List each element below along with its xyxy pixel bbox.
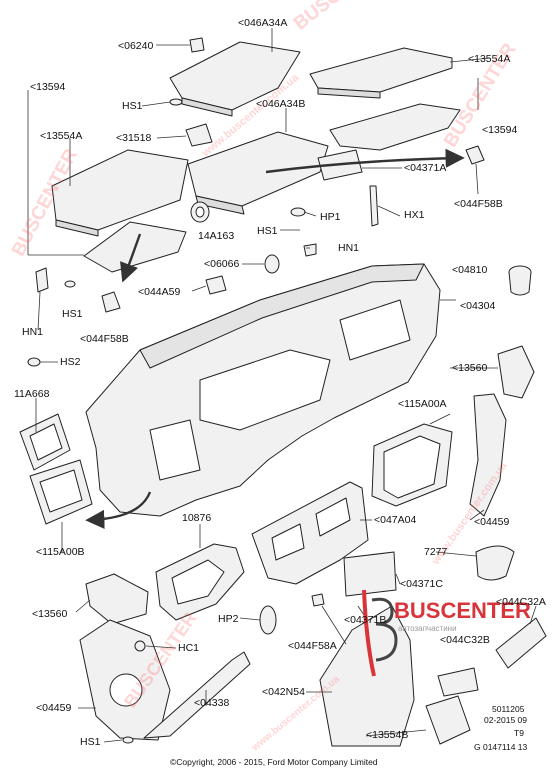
callout-044C32B: <044C32B	[440, 634, 490, 646]
reference-code: T9	[514, 728, 524, 738]
callout-06066: <06066	[204, 258, 240, 270]
callout-14A163: 14A163	[198, 230, 235, 242]
callout-04371A: <04371A	[404, 162, 447, 174]
callout-04371C: <04371C	[400, 578, 443, 590]
part-04338	[143, 651, 251, 739]
callout-HX1: HX1	[404, 209, 425, 221]
callout-31518: <31518	[116, 132, 152, 144]
callout-11A668: 11A668	[14, 388, 50, 400]
callout-13594: <13594	[482, 124, 518, 136]
part-044F58A	[311, 593, 325, 607]
callout-044C32A: <044C32A	[496, 596, 546, 608]
callout-046A34B: <046A34B	[256, 98, 306, 110]
callout-HS1: HS1	[257, 225, 278, 237]
callout-04459: <04459	[36, 702, 72, 714]
callout-10876: 10876	[182, 512, 212, 524]
callout-13594: <13594	[30, 81, 66, 93]
callout-04459: <04459	[474, 516, 510, 528]
part-HS1-top	[169, 98, 183, 106]
part-04371C	[343, 551, 397, 597]
part-13560-right	[497, 345, 535, 399]
reference-illustration-id: G 0147114 13	[474, 742, 528, 752]
part-HP2	[259, 605, 277, 635]
callout-047A04: <047A04	[374, 514, 417, 526]
part-042N54	[319, 605, 415, 747]
callout-HN1: HN1	[22, 326, 44, 338]
part-HP1	[290, 207, 306, 217]
part-13560-left	[85, 573, 149, 625]
callout-115A00A: <115A00A	[398, 398, 447, 410]
callout-13554B: <13554B	[366, 729, 409, 741]
part-HS2	[27, 357, 41, 367]
part-06240	[189, 37, 205, 53]
copyright-notice: ©Copyright, 2006 - 2015, Ford Motor Comp…	[170, 757, 378, 767]
callout-HS2: HS2	[60, 356, 81, 368]
part-31518	[185, 123, 213, 147]
part-13594-right	[329, 103, 461, 151]
callout-115A00B: <115A00B	[36, 546, 85, 558]
part-7277	[475, 545, 515, 581]
callout-04338: <04338	[194, 697, 230, 709]
part-044A59	[205, 275, 227, 295]
buscenter-logo-tagline: автозапчастини	[398, 624, 457, 633]
callout-HS1: HS1	[62, 308, 83, 320]
part-HS1-mid	[64, 280, 76, 288]
callout-HP2: HP2	[218, 613, 239, 625]
part-044F58B-right	[465, 145, 485, 165]
callout-044F58B: <044F58B	[454, 198, 503, 210]
callout-04304: <04304	[460, 300, 496, 312]
part-HC1	[134, 640, 146, 652]
callout-044F58A: <044F58A	[288, 640, 337, 652]
callout-06240: <06240	[118, 40, 154, 52]
part-044C32B	[437, 667, 479, 697]
part-HN1-right	[303, 243, 317, 257]
reference-number: 5011205	[492, 704, 525, 714]
part-HN1-left	[35, 267, 49, 293]
part-04459-right	[469, 393, 507, 517]
callout-HS1: HS1	[122, 100, 143, 112]
part-13554B	[425, 695, 471, 745]
reference-date: 02-2015 09	[484, 715, 528, 725]
callout-HN1: HN1	[338, 242, 360, 254]
callout-13560: <13560	[452, 362, 488, 374]
part-HX1	[369, 185, 379, 227]
part-06066	[264, 254, 280, 274]
buscenter-logo-name: BUSCENTER	[394, 598, 531, 623]
part-13554A-right	[309, 47, 453, 93]
callout-HC1: HC1	[178, 642, 200, 654]
callout-046A34A: <046A34A	[238, 17, 288, 29]
callout-042N54: <042N54	[262, 686, 305, 698]
callout-04371B: <04371B	[344, 614, 387, 626]
callout-044F58B: <044F58B	[80, 333, 129, 345]
callout-HP1: HP1	[320, 211, 341, 223]
callout-04810: <04810	[452, 264, 488, 276]
callout-HS1: HS1	[80, 736, 101, 748]
buscenter-logo-mark	[362, 589, 398, 677]
part-044C32A	[495, 617, 547, 669]
callout-7277: 7277	[424, 546, 448, 558]
callout-044A59: <044A59	[138, 286, 181, 298]
part-044F58B-left	[101, 291, 121, 313]
callout-13554A: <13554A	[40, 130, 83, 142]
callout-13560: <13560	[32, 608, 68, 620]
part-HS1-bottom	[122, 736, 134, 744]
callout-13554A: <13554A	[468, 53, 511, 65]
